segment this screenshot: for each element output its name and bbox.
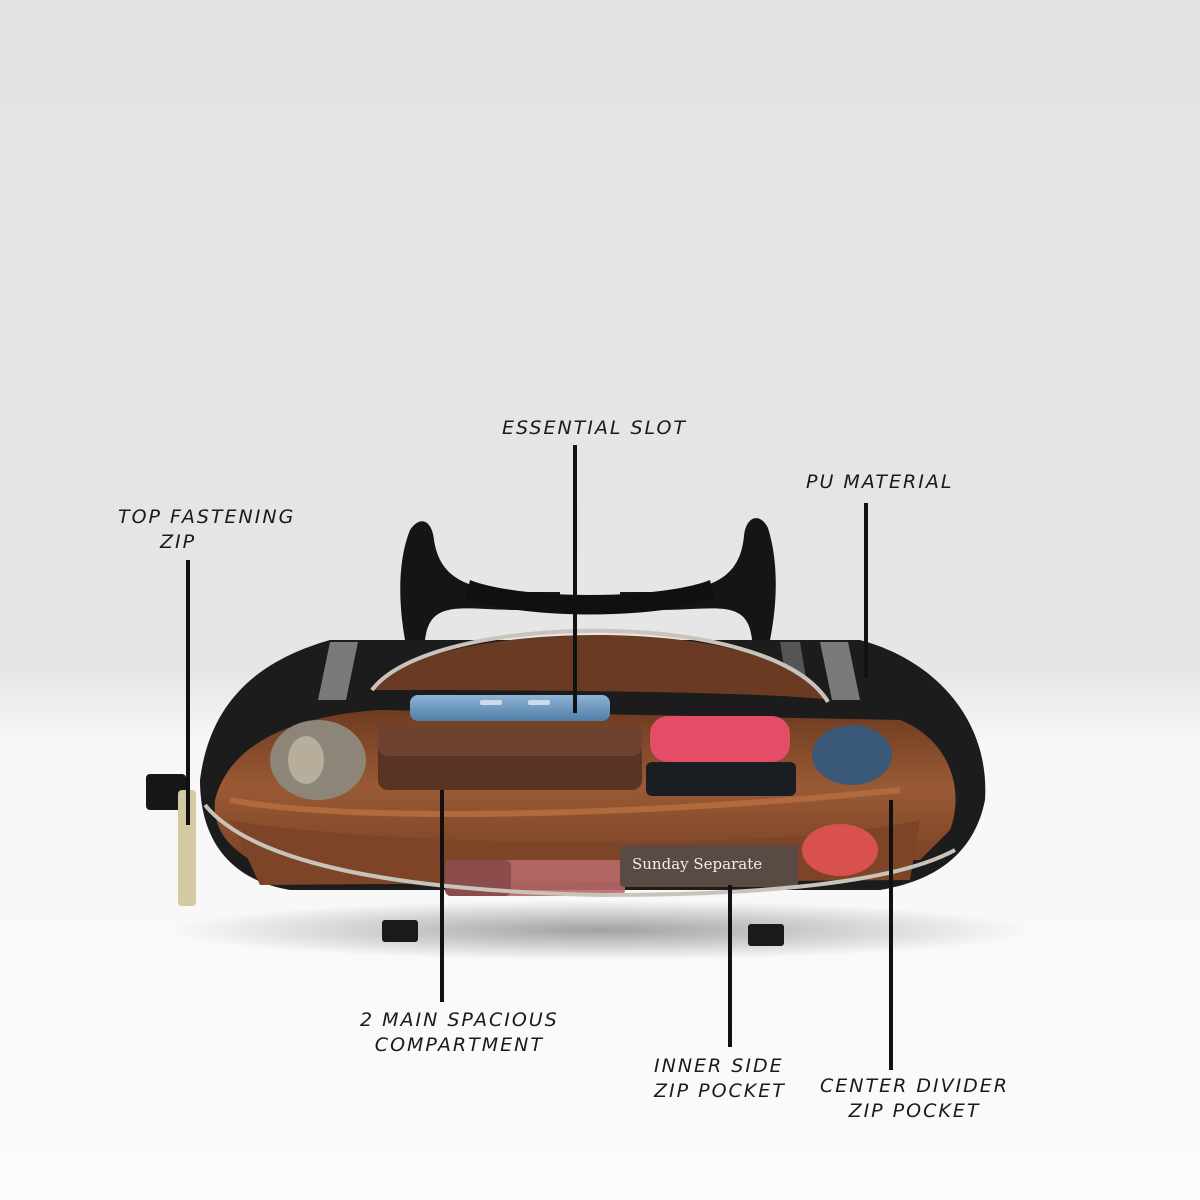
power-bank [646, 762, 796, 796]
callout-main-compartment: 2 MAIN SPACIOUS COMPARTMENT [360, 1008, 559, 1058]
callout-essential-slot: ESSENTIAL SLOT [502, 416, 687, 441]
callout-label-line: ZIP [160, 531, 197, 553]
blue-bottle [812, 725, 892, 785]
left-handle [400, 521, 560, 640]
top-zipper [370, 628, 830, 704]
bag-foot-left [382, 920, 418, 942]
zip-pull-tab [146, 774, 186, 810]
callout-inner-side-pocket: INNER SIDE ZIP POCKET [654, 1054, 786, 1104]
phone-button-1 [480, 700, 502, 705]
callout-label-line: INNER SIDE [654, 1055, 784, 1077]
handle-strap-center [466, 580, 714, 615]
floor-shadow [170, 900, 1030, 960]
callout-pu-material: PU MATERIAL [806, 470, 953, 495]
phone [410, 695, 610, 721]
zip-pull-metal [178, 790, 196, 906]
pink-compact [650, 716, 790, 762]
red-tag [802, 824, 878, 876]
callout-line-pu-material [864, 503, 868, 678]
bottle-cap-top [288, 736, 324, 784]
callout-center-divider-pocket: CENTER DIVIDER ZIP POCKET [820, 1074, 1009, 1124]
right-handle [620, 518, 776, 640]
side-band-left [318, 642, 358, 700]
callout-label-line: PU MATERIAL [806, 471, 954, 493]
center-divider-zipper [229, 787, 901, 817]
callout-label-line: CENTER DIVIDER [820, 1075, 1010, 1097]
callout-line-essential-slot [573, 445, 577, 713]
callout-top-fastening-zip: TOP FASTENING ZIP [118, 505, 295, 555]
callout-line-center-divider-pocket [889, 800, 893, 1070]
top-opening [370, 635, 830, 700]
callout-label-line: TOP FASTENING [118, 506, 296, 528]
callout-label-line: 2 MAIN SPACIOUS [360, 1009, 559, 1031]
phone-button-2 [528, 700, 550, 705]
callout-label-line: ZIP POCKET [848, 1100, 981, 1122]
side-band-right [820, 642, 860, 700]
callout-line-inner-side-pocket [728, 885, 732, 1047]
bag-foot-right [748, 924, 784, 946]
product-box [620, 845, 798, 887]
callout-label-line: ZIP POCKET [654, 1080, 786, 1102]
callout-label-line: ESSENTIAL SLOT [502, 417, 688, 439]
callout-label-line: COMPARTMENT [374, 1034, 544, 1056]
callout-line-main-compartment [440, 790, 444, 1002]
callout-line-top-fastening-zip [186, 560, 190, 825]
front-zipper [203, 803, 956, 898]
product-box-label: Sunday Separate [632, 855, 763, 873]
wallet-flap [378, 726, 642, 756]
